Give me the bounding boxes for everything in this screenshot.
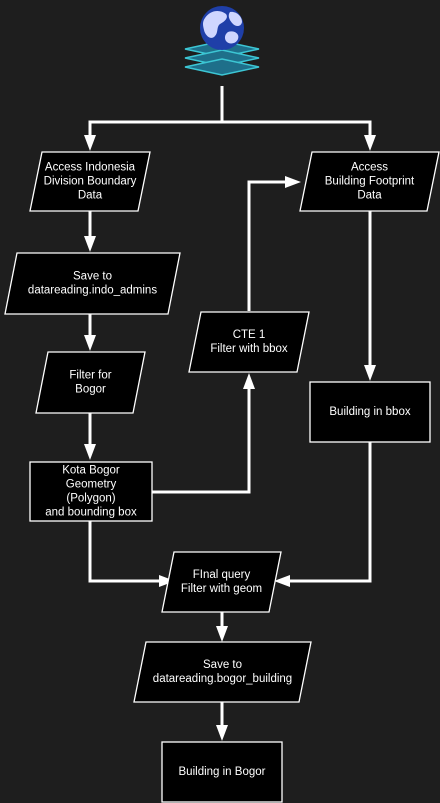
- parallelogram-shape: [133, 641, 312, 703]
- parallelogram-shape: [35, 351, 146, 414]
- node-label-line: Geometry: [66, 479, 117, 491]
- node-building-in-bogor: Building in Bogor: [161, 741, 283, 803]
- arrowhead-to-footprint-from-cte: [285, 176, 301, 188]
- parallelogram-shape: [29, 151, 151, 212]
- node-label-line: CTE 1: [233, 329, 266, 341]
- connector-layer: [84, 86, 376, 741]
- arrowhead-to-access-boundary: [84, 135, 96, 151]
- node-label-line: Filter with geom: [181, 583, 262, 595]
- node-label-line: Building Footprint: [325, 176, 415, 188]
- arrowhead-to-final-from-kota: [159, 575, 175, 587]
- node-label-line: Access Indonesia: [45, 162, 136, 174]
- arrowhead-to-access-footprint: [364, 135, 376, 151]
- node-save-bogor-building: Save to datareading.bogor_building: [133, 641, 312, 703]
- connector-globe-branch: [88, 86, 224, 137]
- globe-stack-icon: [184, 6, 260, 76]
- node-label-line: Bogor: [75, 384, 106, 396]
- arrowhead-to-filter-bogor: [84, 335, 96, 351]
- arrowhead-to-building-bbox: [364, 365, 376, 381]
- arrowhead-to-building-in-bogor: [216, 725, 228, 741]
- node-label-line: Filter with bbox: [210, 343, 288, 355]
- node-cte-1: CTE 1 Filter with bbox: [188, 311, 310, 373]
- rectangle-shape: [29, 461, 153, 522]
- parallelogram-shape: [299, 151, 440, 212]
- arrowhead-to-save-indo-admins: [84, 236, 96, 252]
- connector-bbox-to-final: [288, 442, 372, 583]
- connector-kota-to-cte: [152, 387, 251, 494]
- node-building-bbox: Building in bbox: [309, 381, 431, 443]
- node-label-line: (Polygon): [66, 493, 115, 505]
- node-label-line: Division Boundary: [44, 176, 137, 188]
- node-label-line: Save to: [203, 659, 242, 671]
- node-label-line: Building in Bogor: [179, 766, 266, 778]
- node-label-line: Building in bbox: [329, 406, 410, 418]
- parallelogram-shape: [161, 551, 282, 613]
- connector-cte-to-footprint: [247, 180, 287, 311]
- node-label-line: Access: [351, 162, 388, 174]
- node-label-line: Save to: [73, 271, 112, 283]
- arrowhead-to-final-from-bbox: [274, 575, 290, 587]
- rectangle-shape: [161, 741, 283, 803]
- node-label-line: Data: [78, 190, 103, 202]
- arrowhead-to-cte-1: [243, 373, 255, 389]
- node-save-indo-admins: Save to datareading.indo_admins: [4, 252, 181, 315]
- connector-kota-to-final: [88, 521, 161, 583]
- node-label-line: Kota Bogor: [62, 465, 120, 477]
- parallelogram-shape: [188, 311, 310, 373]
- parallelogram-shape: [4, 252, 181, 315]
- node-label-line: Filter for: [69, 370, 111, 382]
- node-label-line: datareading.indo_admins: [28, 285, 157, 297]
- connector-globe-to-footprint: [222, 120, 372, 137]
- node-label-line: FInal query: [193, 569, 251, 581]
- node-label-line: and bounding box: [45, 507, 137, 519]
- node-label-line: Data: [357, 190, 382, 202]
- arrowhead-to-kota-bogor: [84, 444, 96, 460]
- rectangle-shape: [309, 381, 431, 443]
- node-label-line: datareading.bogor_building: [153, 673, 292, 685]
- arrowhead-to-save-bogor-building: [216, 626, 228, 642]
